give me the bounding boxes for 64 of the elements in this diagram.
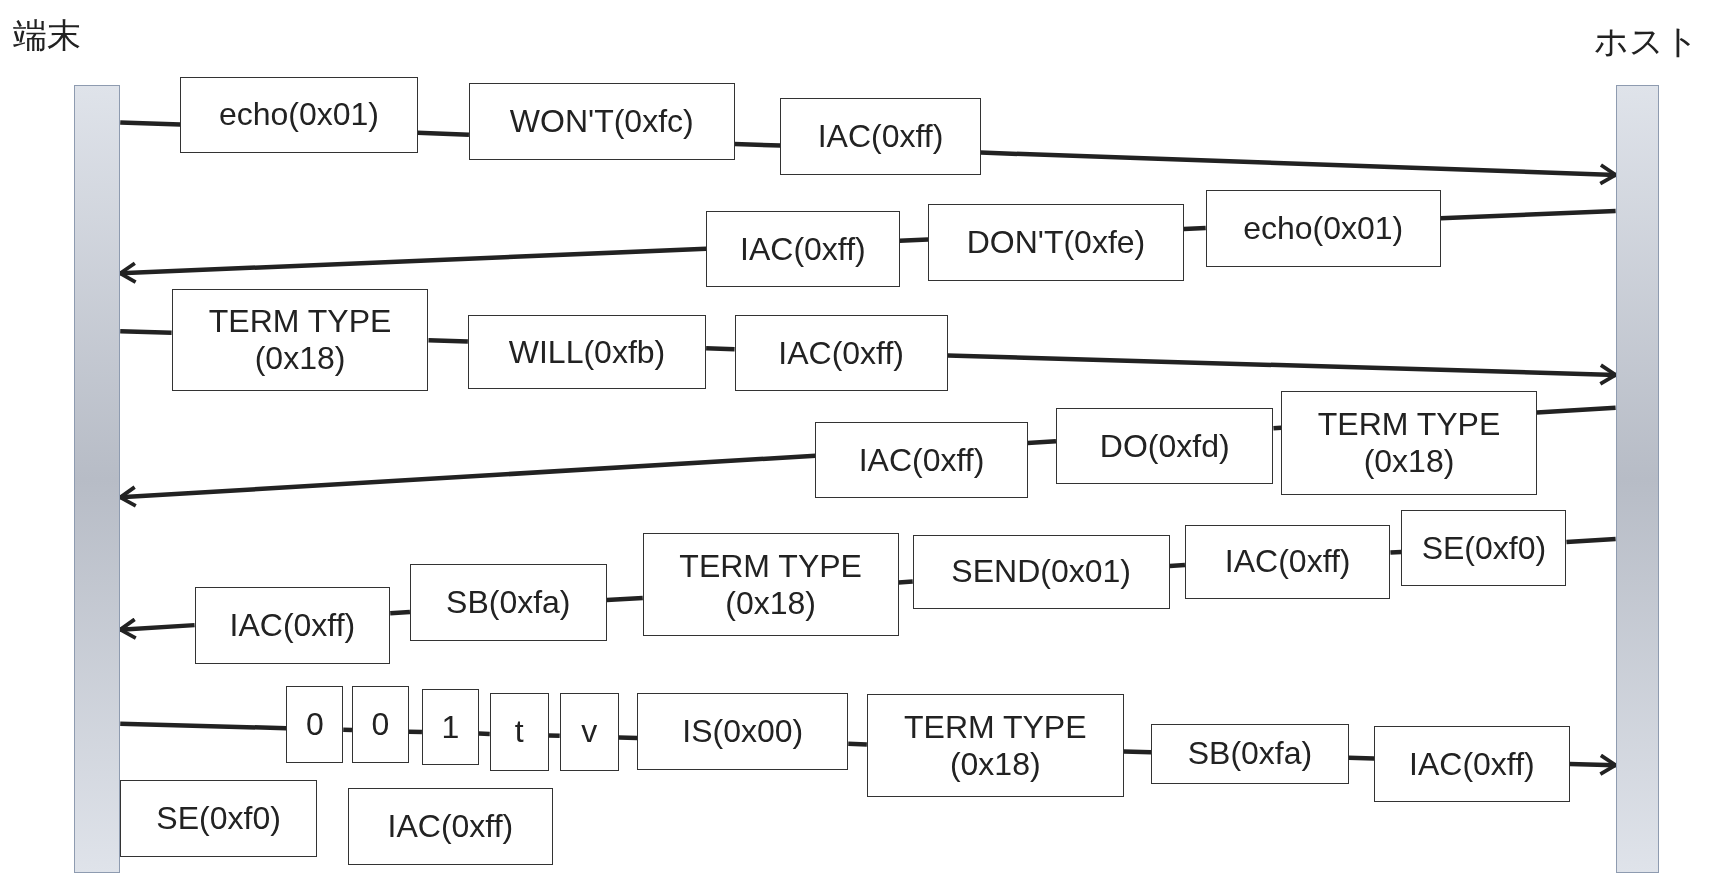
arrow — [980, 150, 1618, 186]
connector-line — [548, 733, 560, 739]
connector-line — [1348, 755, 1375, 761]
packet-box: 0 — [286, 686, 344, 763]
packet-box: DON'T(0xfe) — [928, 204, 1184, 281]
packet-box: WILL(0xfb) — [467, 314, 707, 390]
packet-box: TERM TYPE (0x18) — [642, 533, 899, 637]
packet-box: WON'T(0xfc) — [468, 83, 735, 160]
connector-line — [120, 328, 172, 335]
connector-line — [1027, 439, 1057, 446]
connector-line — [1566, 536, 1616, 545]
packet-box: IAC(0xff) — [780, 98, 981, 175]
packet-box: IAC(0xff) — [1374, 725, 1570, 803]
connector-line — [706, 346, 735, 352]
connector-line — [478, 731, 490, 737]
packet-box: SEND(0x01) — [912, 534, 1170, 609]
connector-line — [898, 579, 913, 585]
packet-box: DO(0xfd) — [1055, 407, 1274, 485]
connector-line — [734, 141, 781, 148]
connector-line — [1390, 549, 1402, 555]
connector-line — [1183, 225, 1206, 232]
packet-box: IAC(0xff) — [347, 788, 554, 865]
connector-line — [408, 729, 422, 735]
packet-box: v — [559, 693, 619, 771]
arrow — [118, 453, 816, 508]
connector-line — [120, 721, 287, 731]
connector-line — [343, 727, 353, 733]
connector-line — [848, 741, 867, 747]
arrow — [118, 246, 707, 284]
packet-box: IAC(0xff) — [194, 587, 391, 664]
arrow — [1569, 753, 1618, 776]
packet-box: IAC(0xff) — [706, 210, 900, 288]
packet-box: IAC(0xff) — [734, 314, 948, 392]
lifeline-heading: 端末 — [13, 15, 82, 57]
packet-box: IS(0x00) — [637, 693, 849, 770]
packet-box: IAC(0xff) — [1184, 524, 1391, 599]
connector-line — [618, 735, 638, 741]
connector-line — [1123, 749, 1152, 755]
connector-line — [1440, 208, 1616, 221]
packet-box: SB(0xfa) — [1151, 723, 1349, 784]
packet-box: TERM TYPE (0x18) — [171, 288, 429, 392]
packet-box: TERM TYPE (0x18) — [1281, 391, 1537, 496]
packet-box: SE(0xf0) — [120, 780, 317, 857]
packet-box: TERM TYPE (0x18) — [866, 694, 1124, 797]
lifeline-heading: ホスト — [1593, 20, 1699, 62]
packet-box: SB(0xfa) — [409, 564, 607, 641]
connector-line — [390, 609, 411, 616]
connector-line — [1169, 562, 1186, 569]
arrow — [947, 353, 1618, 386]
packet-box: SE(0xf0) — [1401, 510, 1567, 586]
connector-line — [1273, 425, 1282, 431]
arrow — [118, 617, 195, 640]
packet-box: IAC(0xff) — [815, 421, 1028, 499]
packet-box: 0 — [351, 686, 409, 763]
connector-line — [417, 130, 470, 137]
packet-box: echo(0x01) — [180, 76, 418, 154]
connector-line — [428, 338, 468, 344]
connector-line — [1536, 405, 1616, 415]
connector-line — [120, 120, 181, 127]
packet-box: echo(0x01) — [1205, 190, 1441, 267]
packet-box: t — [489, 693, 549, 771]
connector-line — [899, 237, 929, 244]
packet-box: 1 — [421, 688, 479, 766]
connector-line — [606, 595, 643, 603]
